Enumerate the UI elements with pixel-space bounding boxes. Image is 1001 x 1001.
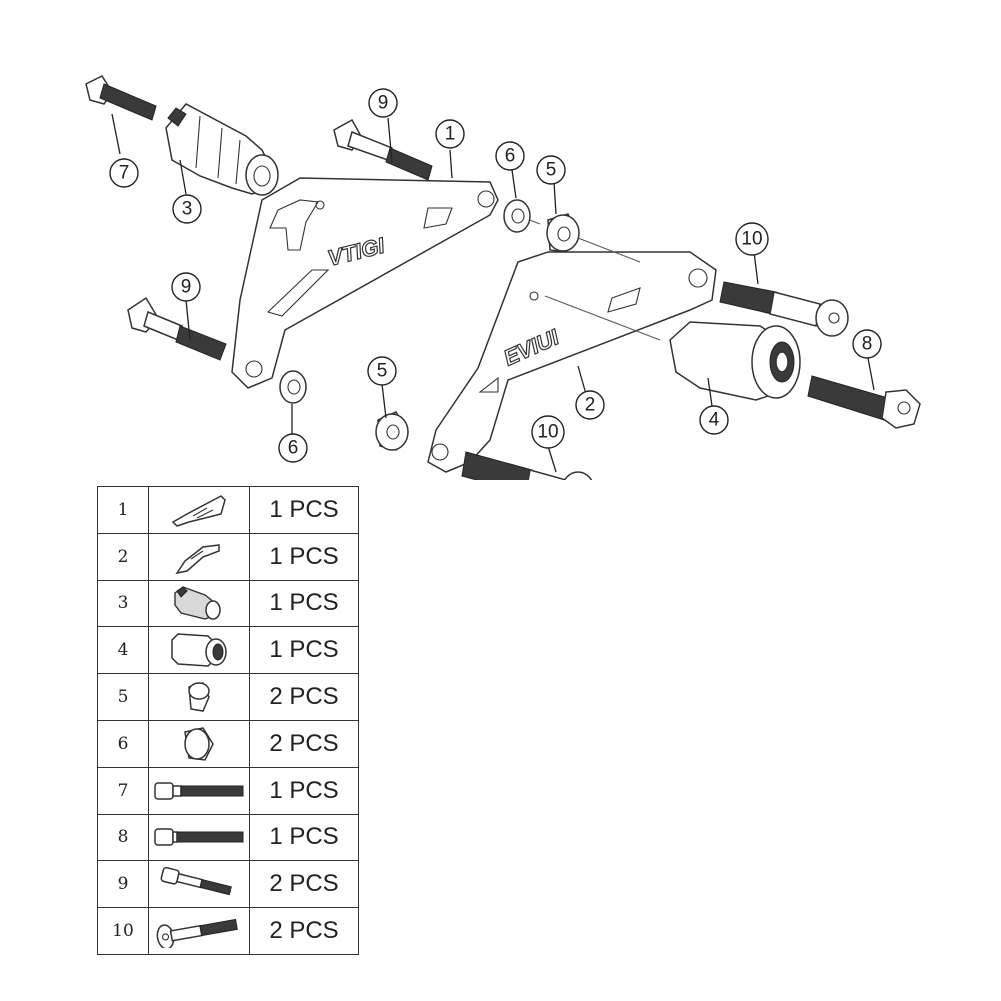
callout-10b: 10 (531, 415, 565, 449)
bolt-10a (719, 281, 849, 337)
svg-text:10: 10 (537, 422, 558, 443)
svg-text:6: 6 (505, 146, 516, 167)
svg-text:7: 7 (119, 163, 130, 184)
bolt-10b (461, 451, 593, 480)
part-number: 3 (97, 579, 149, 628)
table-row: 10 2 PCS (97, 907, 359, 955)
part-number: 6 (97, 719, 149, 768)
spacer-6a (503, 199, 531, 233)
spacer-large-icon (148, 719, 250, 768)
callout-4: 4 (699, 405, 729, 435)
part-number: 5 (97, 673, 149, 721)
parts-list-table: 1 1 PCS 2 1 PCS 3 1 PCS 4 1 PCS (97, 486, 359, 955)
callout-7: 7 (109, 158, 139, 188)
callout-2: 2 (575, 390, 605, 420)
callout-5a: 5 (536, 155, 566, 185)
table-row: 8 1 PCS (97, 813, 359, 862)
bracket-large-icon (148, 486, 250, 534)
quantity: 1 PCS (249, 626, 359, 675)
quantity: 1 PCS (249, 486, 359, 534)
quantity: 2 PCS (249, 907, 359, 955)
svg-text:4: 4 (709, 410, 720, 431)
exploded-parts-diagram: VTIGI EVIUI (85, 75, 921, 480)
part-number: 10 (97, 907, 149, 955)
callout-8: 8 (852, 329, 882, 359)
svg-text:9: 9 (378, 93, 389, 114)
table-row: 5 2 PCS (97, 673, 359, 721)
svg-text:2: 2 (585, 395, 596, 416)
svg-text:5: 5 (377, 361, 388, 382)
bracket-2: EVIUI (427, 251, 717, 473)
bolt-7 (85, 75, 157, 121)
quantity: 1 PCS (249, 813, 359, 862)
svg-text:8: 8 (862, 334, 873, 355)
part-number: 8 (97, 813, 149, 862)
callout-6b: 6 (278, 433, 308, 463)
quantity: 2 PCS (249, 719, 359, 768)
slider-spool-4 (669, 321, 801, 401)
callout-3: 3 (172, 194, 202, 224)
svg-text:9: 9 (181, 277, 192, 298)
table-row: 7 1 PCS (97, 766, 359, 815)
bracket-small-icon (148, 532, 250, 581)
quantity: 2 PCS (249, 860, 359, 909)
table-row: 2 1 PCS (97, 532, 359, 581)
quantity: 1 PCS (249, 579, 359, 628)
quantity: 1 PCS (249, 766, 359, 815)
callout-6a: 6 (495, 141, 525, 171)
spacer-small-icon (148, 673, 250, 721)
quantity: 1 PCS (249, 532, 359, 581)
long-bolt-icon (148, 813, 250, 862)
bolt-9b (127, 296, 227, 361)
long-bolt-icon (148, 766, 250, 815)
part-number: 2 (97, 532, 149, 581)
callout-9b: 9 (171, 272, 201, 302)
spacer-6b (279, 370, 307, 404)
svg-text:5: 5 (546, 160, 557, 181)
svg-text:6: 6 (288, 438, 299, 459)
slider-spool-icon (148, 626, 250, 675)
bolt-8 (807, 375, 921, 429)
svg-text:10: 10 (741, 229, 762, 250)
table-row: 9 2 PCS (97, 860, 359, 909)
svg-text:1: 1 (445, 124, 456, 145)
spacer-5b (375, 411, 409, 451)
callout-1: 1 (435, 119, 465, 149)
part-number: 4 (97, 626, 149, 675)
part-number: 9 (97, 860, 149, 909)
svg-text:3: 3 (182, 199, 193, 220)
callout-10a: 10 (735, 222, 769, 256)
slider-puck-icon (148, 579, 250, 628)
slider-puck-3 (165, 103, 279, 196)
table-row: 6 2 PCS (97, 719, 359, 768)
table-row: 1 1 PCS (97, 486, 359, 534)
spacer-5a (546, 213, 580, 253)
quantity: 2 PCS (249, 673, 359, 721)
short-bolt-icon (148, 860, 250, 909)
table-row: 3 1 PCS (97, 579, 359, 628)
part-number: 7 (97, 766, 149, 815)
button-bolt-icon (148, 907, 250, 955)
callout-9a: 9 (368, 88, 398, 118)
table-row: 4 1 PCS (97, 626, 359, 675)
part-number: 1 (97, 486, 149, 534)
bolt-9a (333, 118, 433, 181)
callout-5b: 5 (367, 356, 397, 386)
bracket-1: VTIGI (231, 177, 499, 389)
